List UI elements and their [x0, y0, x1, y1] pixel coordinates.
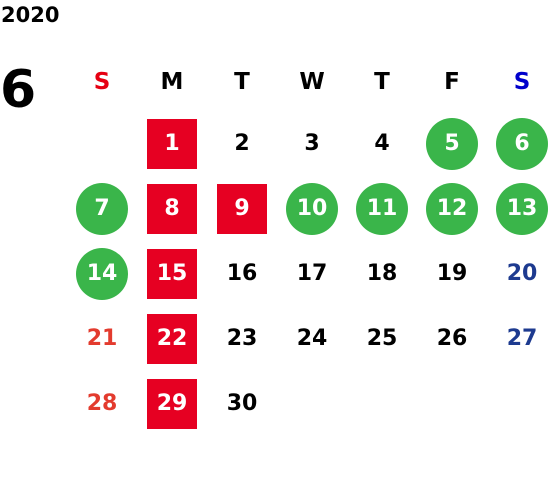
day-cell[interactable]: 8: [137, 176, 207, 241]
week-row: 21 22 23 24 25 26 27: [67, 306, 548, 371]
green-circle-day: 14: [76, 247, 128, 300]
red-box-day: 9: [217, 183, 267, 234]
month-number: 6: [0, 60, 37, 120]
day-cell[interactable]: 1: [137, 111, 207, 176]
day-cell[interactable]: 6: [487, 111, 548, 176]
day-cell-sunday[interactable]: 28: [86, 391, 118, 416]
day-cell-empty: [67, 111, 137, 176]
day-cell[interactable]: 22: [137, 306, 207, 371]
day-cell[interactable]: 26: [436, 326, 468, 351]
red-box-day: 15: [147, 248, 197, 299]
day-cell-saturday[interactable]: 20: [506, 261, 538, 286]
day-cell[interactable]: 7: [67, 176, 137, 241]
weekday-thursday: T: [374, 69, 390, 95]
day-cell[interactable]: 10: [277, 176, 347, 241]
green-circle-day: 11: [356, 182, 408, 235]
weekday-saturday: S: [513, 69, 531, 95]
day-cell[interactable]: 13: [487, 176, 548, 241]
day-cell[interactable]: 4: [374, 131, 390, 156]
red-box-day: 1: [147, 118, 197, 169]
day-cell[interactable]: 24: [296, 326, 328, 351]
green-circle-day: 10: [286, 182, 338, 235]
day-cell-empty: [277, 371, 347, 436]
green-circle-day: 12: [426, 182, 478, 235]
day-cell[interactable]: 23: [226, 326, 258, 351]
week-row: 14 15 16 17 18 19 20: [67, 241, 548, 306]
day-cell[interactable]: 30: [226, 391, 258, 416]
day-cell[interactable]: 17: [296, 261, 328, 286]
day-cell-saturday[interactable]: 27: [506, 326, 538, 351]
calendar-grid: S M T W T F S 1 2 3 4 5 6 7 8 9 10 11 12…: [67, 53, 548, 436]
day-cell[interactable]: 9: [207, 176, 277, 241]
day-cell[interactable]: 5: [417, 111, 487, 176]
day-cell[interactable]: 15: [137, 241, 207, 306]
red-box-day: 29: [147, 378, 197, 429]
green-circle-day: 6: [496, 117, 548, 170]
weekday-monday: M: [160, 69, 184, 95]
day-cell-sunday[interactable]: 21: [86, 326, 118, 351]
day-cell[interactable]: 16: [226, 261, 258, 286]
weekday-wednesday: W: [299, 69, 325, 95]
day-cell[interactable]: 11: [347, 176, 417, 241]
day-cell-empty: [417, 371, 487, 436]
week-row: 1 2 3 4 5 6: [67, 111, 548, 176]
week-row: 7 8 9 10 11 12 13: [67, 176, 548, 241]
day-cell-empty: [347, 371, 417, 436]
green-circle-day: 13: [496, 182, 548, 235]
day-cell[interactable]: 29: [137, 371, 207, 436]
day-cell[interactable]: 14: [67, 241, 137, 306]
day-cell[interactable]: 18: [366, 261, 398, 286]
green-circle-day: 7: [76, 182, 128, 235]
weekday-tuesday: T: [234, 69, 250, 95]
weekday-header: S M T W T F S: [67, 53, 548, 111]
year-label: 2020: [1, 3, 60, 27]
red-box-day: 8: [147, 183, 197, 234]
weekday-friday: F: [444, 69, 460, 95]
green-circle-day: 5: [426, 117, 478, 170]
day-cell-empty: [487, 371, 548, 436]
day-cell[interactable]: 19: [436, 261, 468, 286]
day-cell[interactable]: 3: [304, 131, 320, 156]
red-box-day: 22: [147, 313, 197, 364]
day-cell[interactable]: 2: [234, 131, 250, 156]
day-cell[interactable]: 12: [417, 176, 487, 241]
day-cell[interactable]: 25: [366, 326, 398, 351]
weekday-sunday: S: [93, 69, 111, 95]
week-row: 28 29 30: [67, 371, 548, 436]
